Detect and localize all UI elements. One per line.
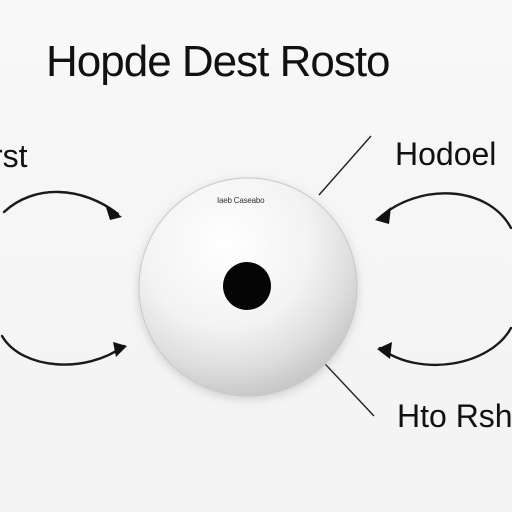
right-top-arrowhead [375,207,391,224]
right-bottom-arc-arrow [378,326,512,367]
left-top-arrowhead [105,204,122,220]
sphere-top-text: Iaeb Caseabo [217,196,265,205]
left-bottom-arc-arrow [0,334,126,366]
left-bottom-arrowhead [113,342,127,357]
left-label: rst [0,138,28,174]
central-dot [223,262,271,310]
left-top-arc-arrow [2,190,120,216]
right-bottom-arrowhead [377,342,392,359]
diagram-title: Hopde Dest Rosto [46,37,391,86]
top-right-leader-line [318,135,372,196]
right-label: Hodoel [395,136,497,172]
right-top-arc-arrow [376,192,512,230]
bottom-right-label: Hto Rsh [397,398,512,434]
